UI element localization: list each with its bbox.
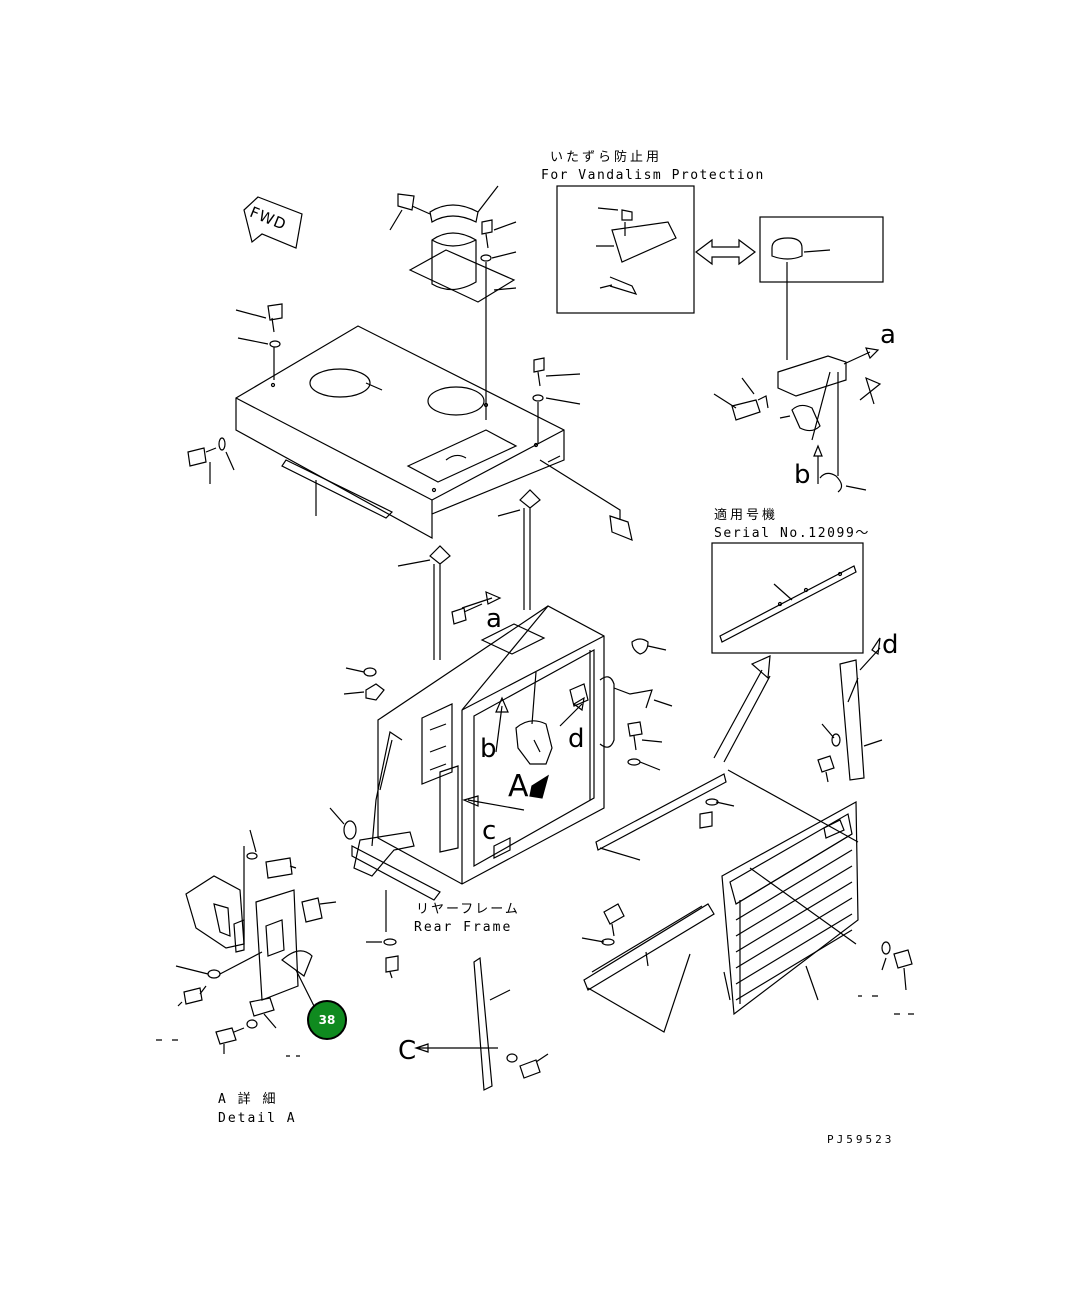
fwd-arrow	[243, 196, 303, 249]
detail-a-label-en: Detail A	[218, 1111, 297, 1126]
view-letter-b-mid: b	[480, 734, 497, 764]
serial-detail-box	[711, 542, 864, 654]
vandalism-plate	[611, 221, 677, 263]
view-letter-b-right: b	[794, 460, 811, 490]
double-arrow	[695, 238, 756, 266]
lock-bracket	[777, 355, 847, 397]
vandalism-label-jp: いたずら防止用	[550, 150, 663, 165]
view-letter-c-bottom: C	[398, 1036, 417, 1066]
rear-frame-label-jp: リヤーフレーム	[416, 902, 520, 917]
view-letter-a-top: a	[880, 320, 896, 350]
view-letter-d-mid: d	[568, 724, 585, 754]
vandalism-detail-box	[556, 185, 695, 314]
serial-label-jp: 適用号機	[714, 508, 779, 523]
vandalism-label-en: For Vandalism Protection	[541, 168, 765, 183]
cap-detail-box	[759, 216, 884, 283]
callout-badge-38[interactable]: 38	[307, 1000, 347, 1040]
view-letter-c-mid: c	[482, 816, 497, 846]
view-letter-A-mid: A	[508, 769, 529, 804]
detail-a-label-jp: A 詳 細	[218, 1092, 278, 1107]
view-letter-d-right: d	[882, 630, 899, 660]
top-cover	[235, 325, 565, 540]
callout-badge-label: 38	[318, 1013, 336, 1027]
filler-cap	[408, 249, 516, 303]
grille	[721, 800, 859, 1016]
view-letter-a-mid: a	[486, 604, 502, 634]
serial-label-en: Serial No.12099～	[714, 526, 870, 541]
rear-frame-label-en: Rear Frame	[414, 920, 513, 935]
drawing-code: PJ59523	[827, 1133, 895, 1146]
